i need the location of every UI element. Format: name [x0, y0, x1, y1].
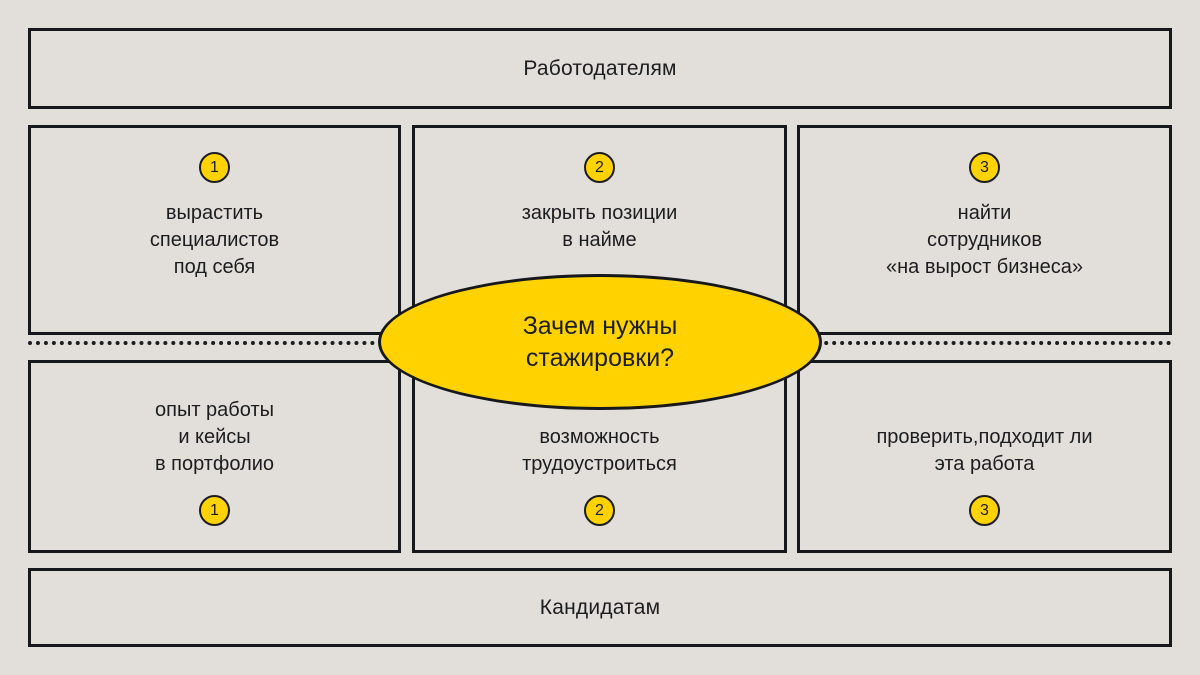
- employer-card-3: 3 найти сотрудников «на вырост бизнеса»: [797, 125, 1172, 335]
- badge-number: 2: [584, 152, 615, 183]
- candidate-card-3-text: проверить,подходит ли эта работа: [876, 426, 1093, 475]
- candidate-card-3: проверить,подходит ли эта работа 3: [797, 360, 1172, 553]
- candidate-card-2-text: возможность трудоустроиться: [522, 426, 677, 475]
- employers-banner-label: Работодателям: [523, 56, 677, 80]
- employer-card-1-text: вырастить специалистов под себя: [149, 202, 280, 278]
- badge-number: 1: [199, 495, 230, 526]
- badge-number: 1: [199, 152, 230, 183]
- candidates-banner: Кандидатам: [28, 568, 1172, 647]
- employers-banner: Работодателям: [28, 28, 1172, 109]
- candidates-banner-label: Кандидатам: [539, 595, 661, 619]
- candidate-card-1: опыт работы и кейсы в портфолио 1: [28, 360, 401, 553]
- employer-card-2-text: закрыть позиции в найме: [521, 202, 678, 251]
- employer-card-3-text: найти сотрудников «на вырост бизнеса»: [885, 202, 1084, 278]
- badge-number: 3: [969, 495, 1000, 526]
- central-question-text: Зачем нужны стажировки?: [522, 311, 678, 373]
- badge-number: 2: [584, 495, 615, 526]
- employer-card-1: 1 вырастить специалистов под себя: [28, 125, 401, 335]
- candidate-card-1-text: опыт работы и кейсы в портфолио: [154, 399, 275, 475]
- central-question-ellipse: Зачем нужны стажировки?: [378, 274, 822, 410]
- badge-number: 3: [969, 152, 1000, 183]
